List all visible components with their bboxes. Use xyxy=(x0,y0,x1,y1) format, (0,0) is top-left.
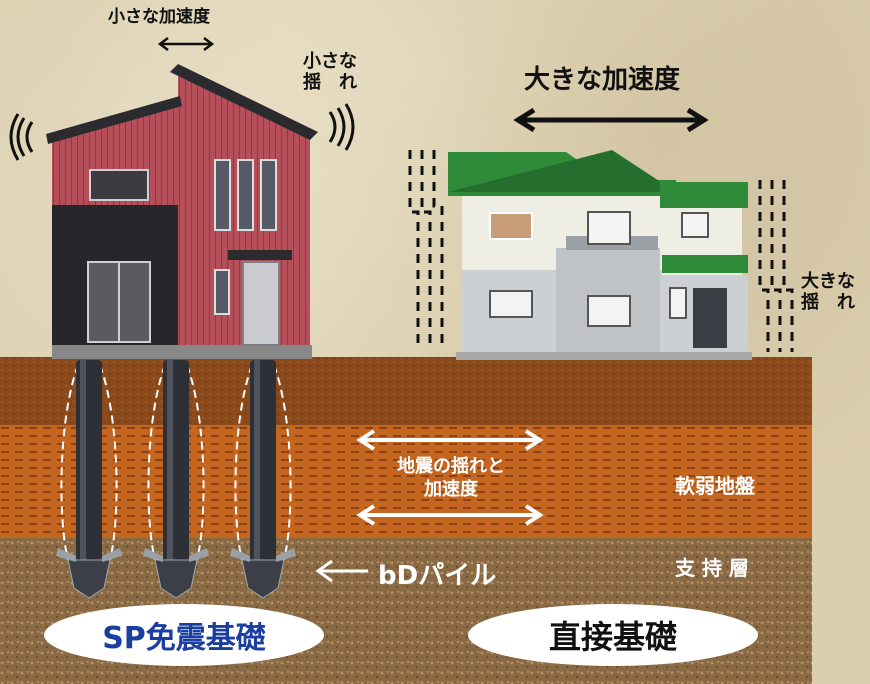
support-layer-label: 支 持 層 xyxy=(675,556,749,580)
bd-piles xyxy=(56,360,296,599)
large-shake-label: 大きな 揺 れ xyxy=(801,271,855,313)
left-house xyxy=(46,64,318,359)
pile-pointer-arrow xyxy=(315,559,368,583)
large-accel-arrow xyxy=(513,107,709,133)
pile-label: bDパイル xyxy=(378,561,497,591)
small-shake-label: 小さな 揺 れ xyxy=(303,51,357,93)
bd-pile xyxy=(56,360,122,599)
bd-pile xyxy=(230,360,296,599)
bd-pile xyxy=(143,360,209,599)
quake-label: 地震の揺れと 加速度 xyxy=(397,456,505,500)
sp-foundation-caption: SP免震基礎 xyxy=(44,604,324,666)
quake-arrows xyxy=(356,429,544,526)
direct-foundation-caption-text: 直接基礎 xyxy=(548,618,677,656)
small-accel-arrow xyxy=(157,37,215,51)
small-accel-label: 小さな加速度 xyxy=(108,7,210,27)
sp-foundation-caption-text: SP免震基礎 xyxy=(102,621,266,656)
soft-ground-label: 軟弱地盤 xyxy=(675,474,755,498)
top-soil-layer xyxy=(0,357,812,425)
large-accel-label: 大きな加速度 xyxy=(524,65,681,95)
soft-ground-layer xyxy=(0,425,812,538)
left-shake-waves xyxy=(9,103,355,161)
right-house xyxy=(448,150,752,360)
right-shake-lines xyxy=(408,150,794,352)
direct-foundation-caption: 直接基礎 xyxy=(468,604,758,666)
